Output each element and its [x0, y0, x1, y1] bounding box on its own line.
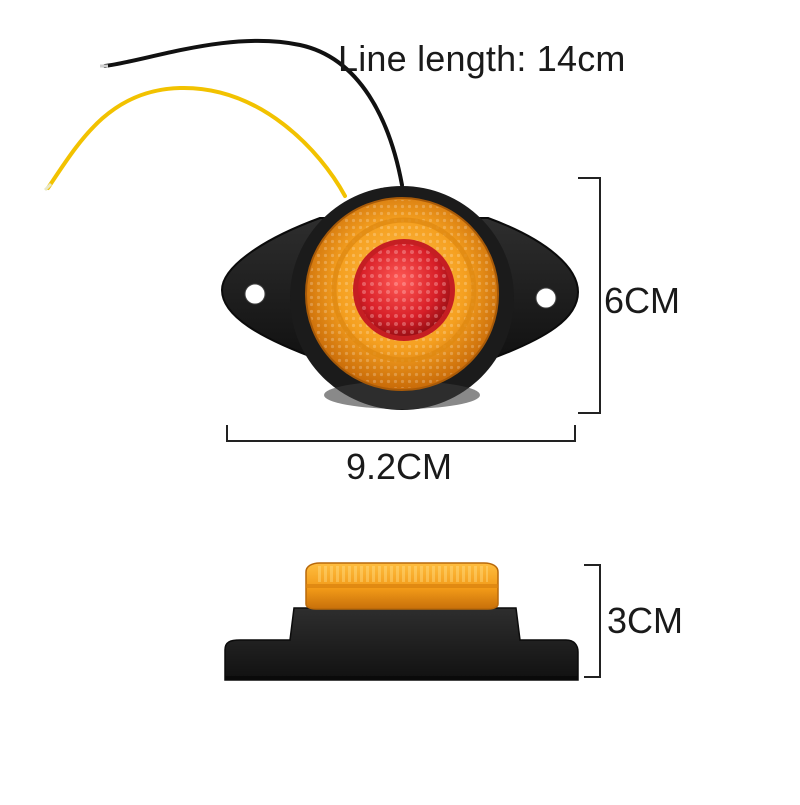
yellow-wire	[46, 85, 347, 198]
yellow-wire-tip	[43, 182, 53, 192]
top-view-dimensions	[226, 177, 601, 442]
side-view-dimensions	[584, 564, 601, 678]
top-view-height-label: 6CM	[604, 280, 681, 321]
top-view-width-label: 9.2CM	[346, 446, 453, 487]
inner-ring	[331, 217, 477, 363]
side-base-shadow	[225, 676, 578, 680]
top-view-light	[220, 186, 580, 410]
left-mounting-hole	[244, 283, 266, 305]
side-view-height-label: 3CM	[607, 600, 684, 641]
side-view-light	[224, 562, 579, 681]
right-mounting-hole	[535, 287, 557, 309]
black-wire	[103, 38, 404, 187]
line-length-label: Line length: 14cm	[338, 38, 626, 79]
height-bracket-top	[578, 177, 601, 414]
bezel-highlight	[324, 381, 480, 409]
width-bracket-top	[226, 425, 576, 442]
side-lens-ridges	[318, 566, 488, 582]
height-bracket-side	[584, 564, 601, 678]
red-lens-texture	[358, 244, 450, 336]
wires	[43, 38, 404, 198]
side-base	[224, 607, 579, 681]
side-lens-band	[306, 584, 498, 588]
